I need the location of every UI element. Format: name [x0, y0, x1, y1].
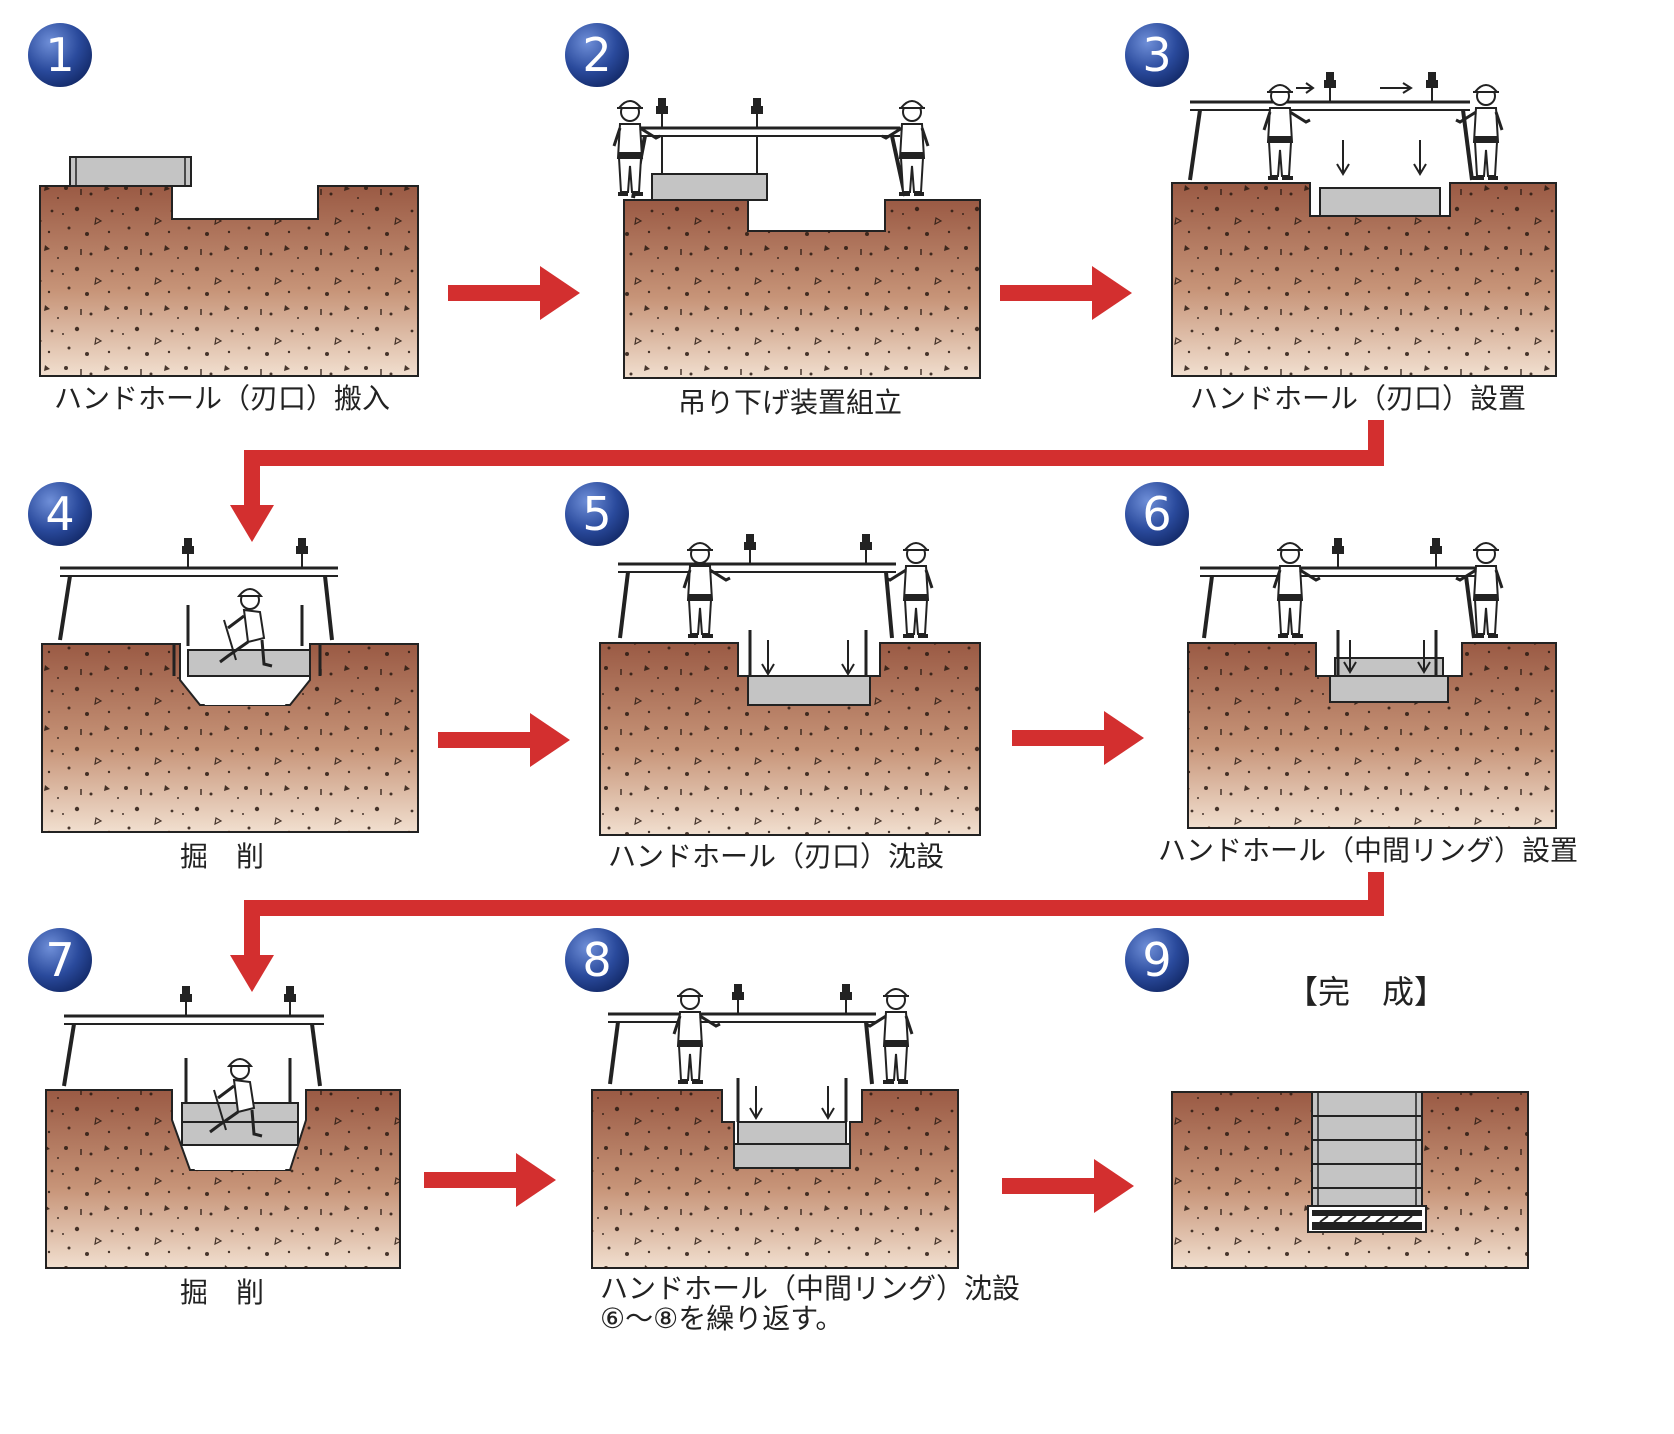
panel-step-7: [45, 985, 401, 1269]
panel-step-6: [1187, 537, 1557, 829]
panel-step-4: [41, 537, 419, 833]
step-badge-1: 1: [28, 23, 92, 87]
step-badge-7: 7: [28, 928, 92, 992]
red-connector-arrow: [230, 872, 1384, 992]
step-7-label: 掘 削: [180, 1276, 264, 1309]
step-6-label: ハンドホール（中間リング）設置: [1158, 834, 1578, 867]
red-arrow-icon: [1012, 711, 1144, 765]
step-9-title: 【完 成】: [1286, 973, 1446, 1011]
red-connector-arrow: [230, 420, 1384, 542]
svg-text:6: 6: [1142, 487, 1171, 541]
step-4-label: 掘 削: [180, 840, 264, 873]
panel-step-3: [1171, 71, 1557, 377]
step-8-label: ハンドホール（中間リング）沈設: [600, 1272, 1020, 1305]
red-arrow-icon: [1002, 1159, 1134, 1213]
red-arrow-icon: [438, 713, 570, 767]
panel-step-2: [612, 97, 981, 379]
step-5-label: ハンドホール（刃口）沈設: [608, 840, 944, 873]
step-badge-9: 9: [1125, 928, 1189, 992]
step-3-label: ハンドホール（刃口）設置: [1190, 382, 1526, 415]
svg-text:3: 3: [1142, 28, 1171, 82]
svg-text:2: 2: [582, 28, 611, 82]
step-badge-3: 3: [1125, 23, 1189, 87]
red-arrow-icon: [448, 266, 580, 320]
step-8-note: ⑥～⑧を繰り返す。: [600, 1302, 843, 1335]
svg-text:5: 5: [582, 487, 611, 541]
red-arrow-icon: [1000, 266, 1132, 320]
svg-text:9: 9: [1142, 933, 1171, 987]
svg-text:8: 8: [582, 933, 611, 987]
panel-step-1: [39, 156, 419, 377]
step-1-label: ハンドホール（刃口）搬入: [54, 382, 390, 415]
step-badge-2: 2: [565, 23, 629, 87]
svg-text:7: 7: [45, 933, 74, 987]
step-2-label: 吊り下げ装置組立: [678, 386, 902, 419]
panel-step-8: [591, 983, 959, 1269]
step-badge-4: 4: [28, 482, 92, 546]
step-badge-5: 5: [565, 482, 629, 546]
svg-text:4: 4: [45, 487, 74, 541]
panel-step-5: [599, 533, 981, 836]
step-badge-8: 8: [565, 928, 629, 992]
step-badge-6: 6: [1125, 482, 1189, 546]
panel-step-9: [1171, 1091, 1529, 1269]
svg-text:1: 1: [45, 28, 74, 82]
red-arrow-icon: [424, 1153, 556, 1207]
